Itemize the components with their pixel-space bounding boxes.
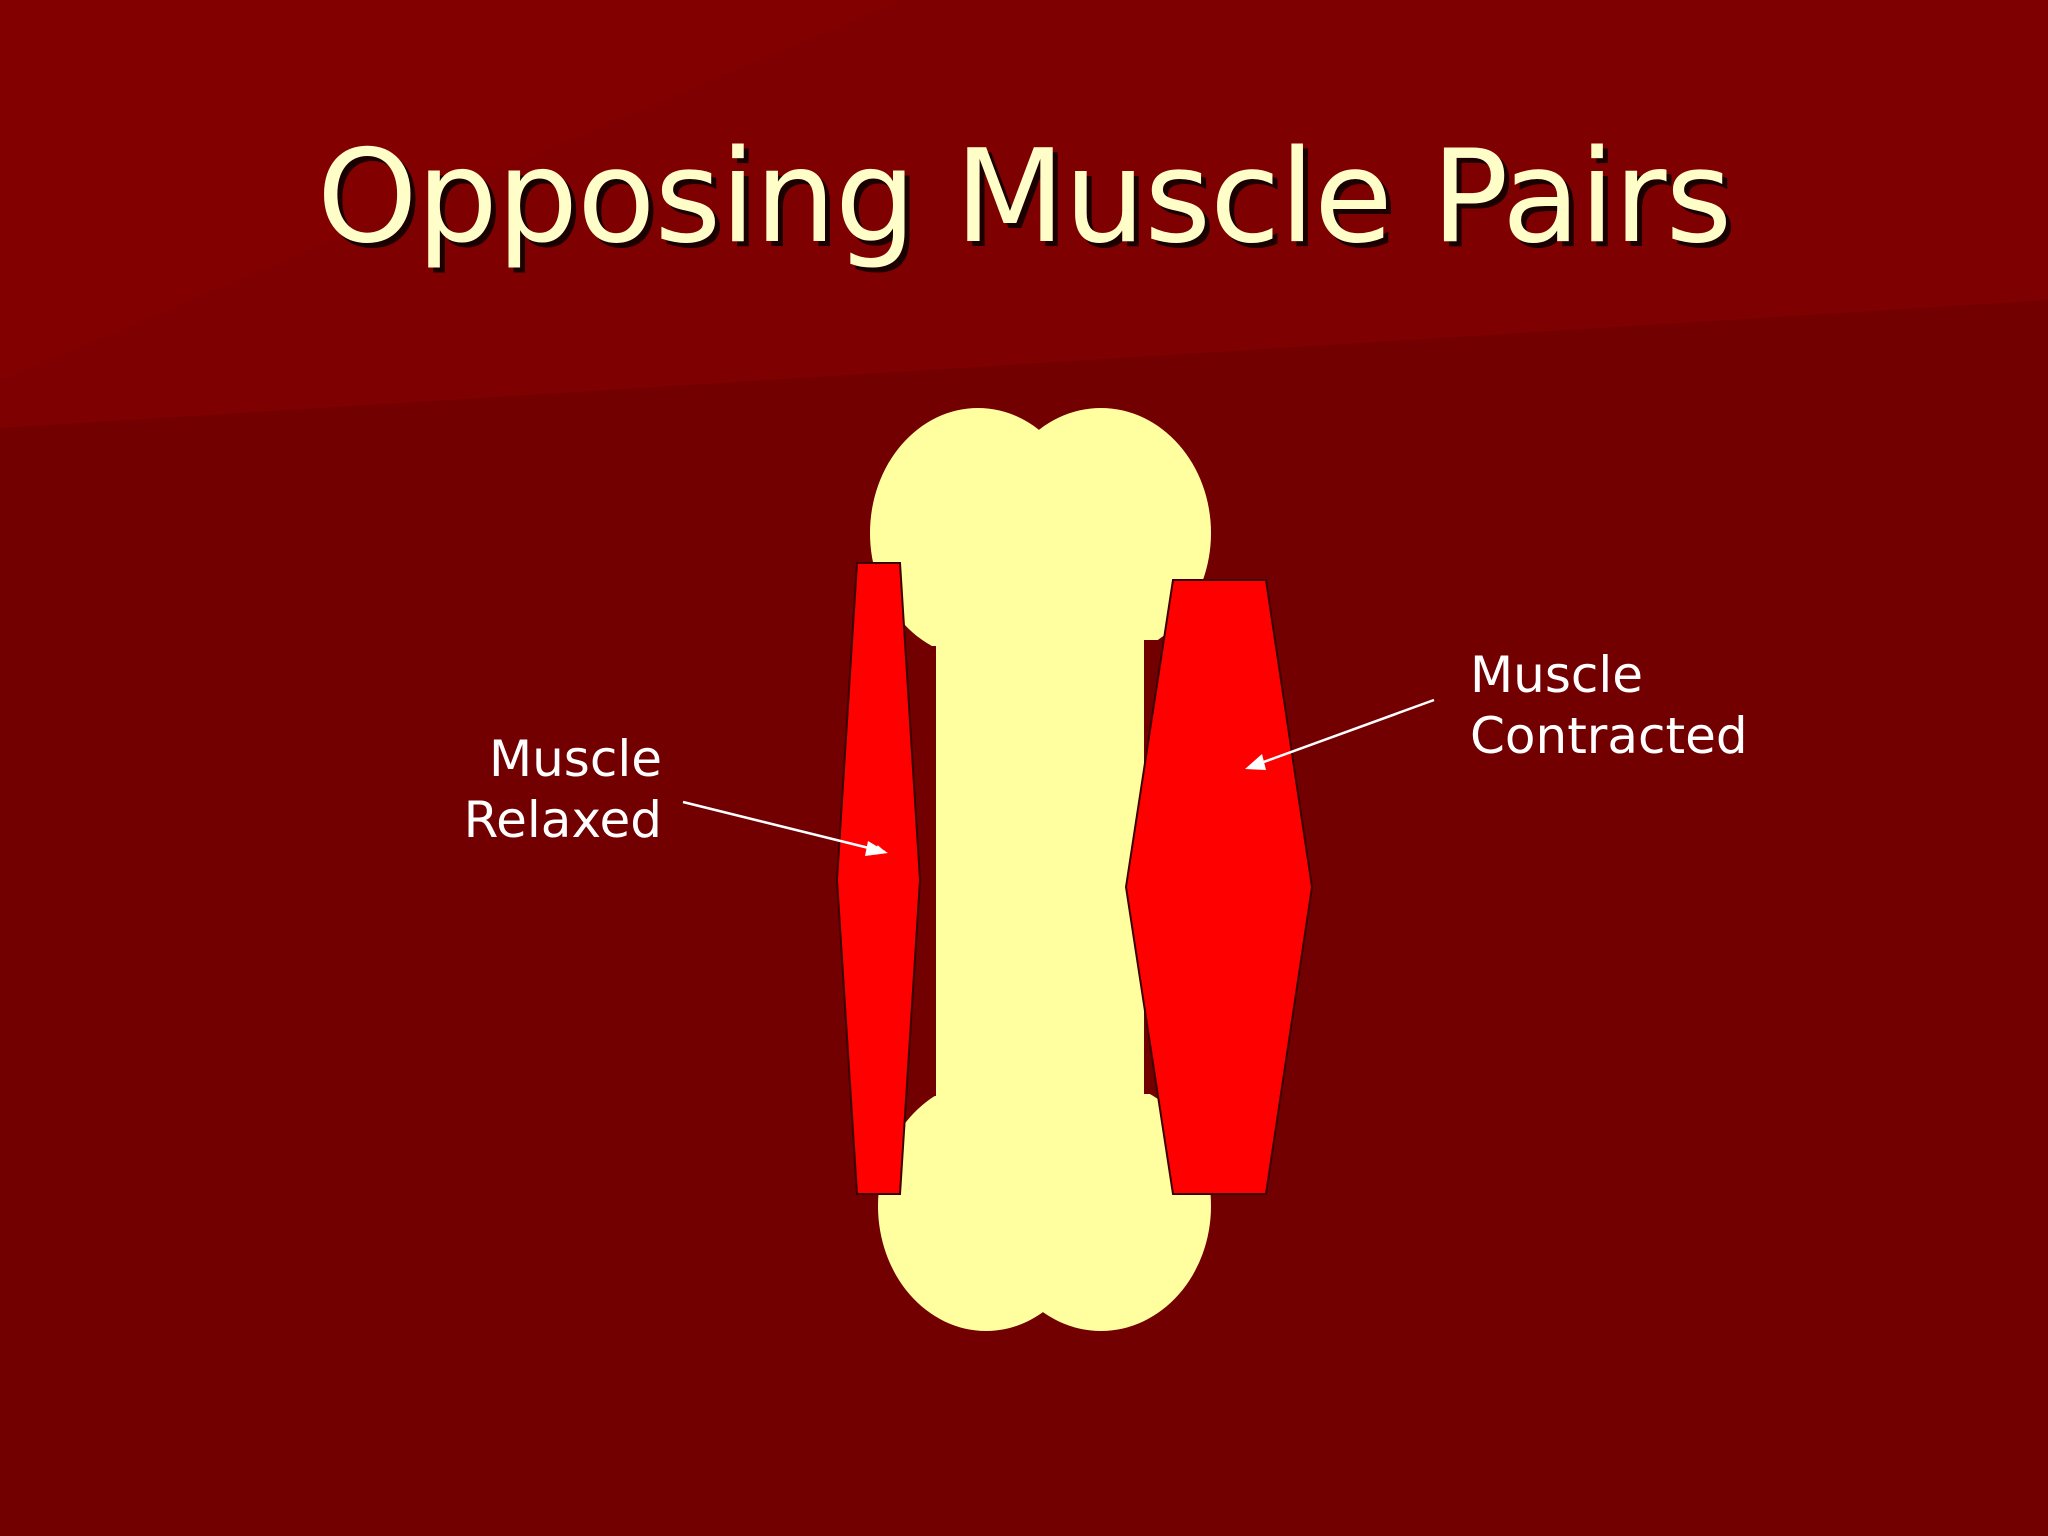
bone-bottom-right-knob [991,1081,1211,1331]
muscle-relaxed-label: Muscle Relaxed [420,729,662,851]
background-highlight [0,0,900,380]
bone-left-gap [922,646,936,1096]
bone [870,408,1211,1331]
muscle-contracted-label-line1: Muscle [1470,646,1644,704]
relaxed-muscle [835,562,922,1195]
contracted-arrowhead [1245,754,1266,770]
muscle-contracted-label: Muscle Contracted [1470,645,1748,767]
contracted-arrow [1249,698,1435,769]
muscle-relaxed-label-line2: Relaxed [463,791,662,849]
relaxed-arrowhead [865,841,888,856]
muscle-contracted-label-line2: Contracted [1470,707,1748,765]
slide-title: Opposing Muscle Pairs [316,123,1732,272]
contracted-muscle [1124,579,1314,1195]
relaxed-arrow [682,800,886,855]
muscle-relaxed-label-line1: Muscle [488,730,662,788]
